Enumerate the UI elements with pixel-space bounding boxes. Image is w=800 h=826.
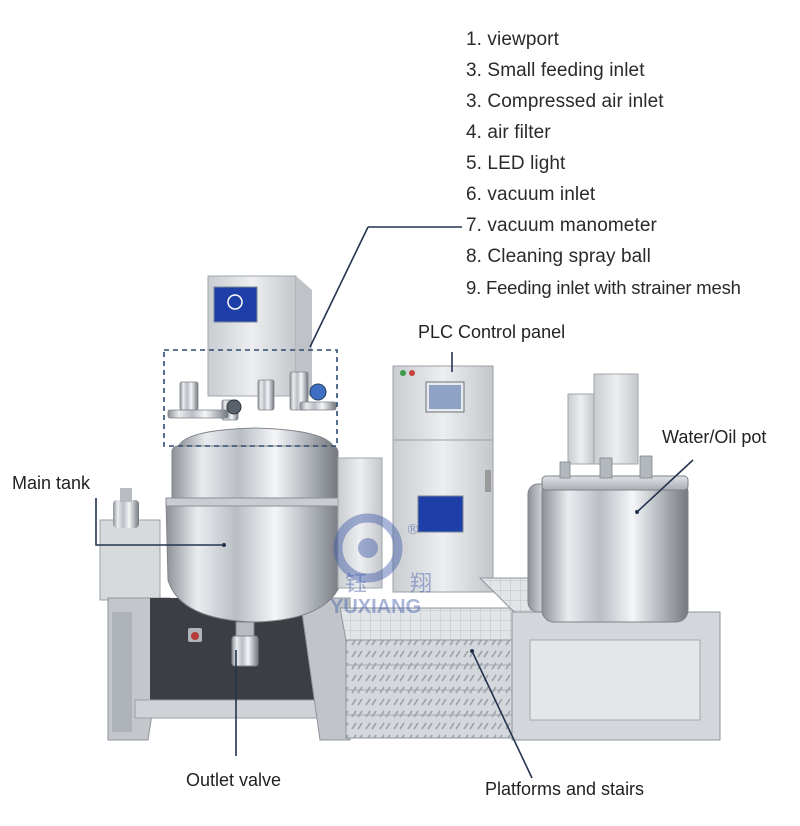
highlight-box	[163, 349, 338, 447]
legend-item: 4. air filter	[466, 122, 551, 143]
watermark-registered: ®	[406, 522, 420, 538]
watermark-cn: 钰 翔	[345, 572, 450, 597]
plc-label: PLC Control panel	[418, 322, 566, 342]
plc-cabinet	[392, 365, 494, 593]
water-oil-pots	[511, 373, 721, 741]
watermark-name: YUXIANG	[330, 596, 422, 618]
main-tank-label: Main tank	[12, 473, 91, 493]
parts-legend: 1. viewport 3. Small feeding inlet 3. Co…	[466, 24, 741, 303]
legend-item: 3. Compressed air inlet	[466, 91, 664, 112]
legend-item: 9. Feeding inlet with strainer mesh	[466, 277, 741, 298]
brand-watermark	[333, 513, 403, 583]
legend-item: 3. Small feeding inlet	[466, 60, 645, 81]
legend-item: 7. vacuum manometer	[466, 215, 657, 236]
leader-lines	[95, 226, 694, 779]
legend-item: 5. LED light	[466, 153, 566, 174]
water-oil-label: Water/Oil pot	[662, 427, 767, 447]
legend-item: 6. vacuum inlet	[466, 184, 596, 205]
legend-item: 1. viewport	[466, 29, 559, 50]
outlet-valve-label: Outlet valve	[186, 770, 282, 790]
legend-item: 8. Cleaning spray ball	[466, 246, 651, 267]
main-tank-assembly	[165, 275, 383, 667]
platforms-label: Platforms and stairs	[485, 779, 645, 799]
